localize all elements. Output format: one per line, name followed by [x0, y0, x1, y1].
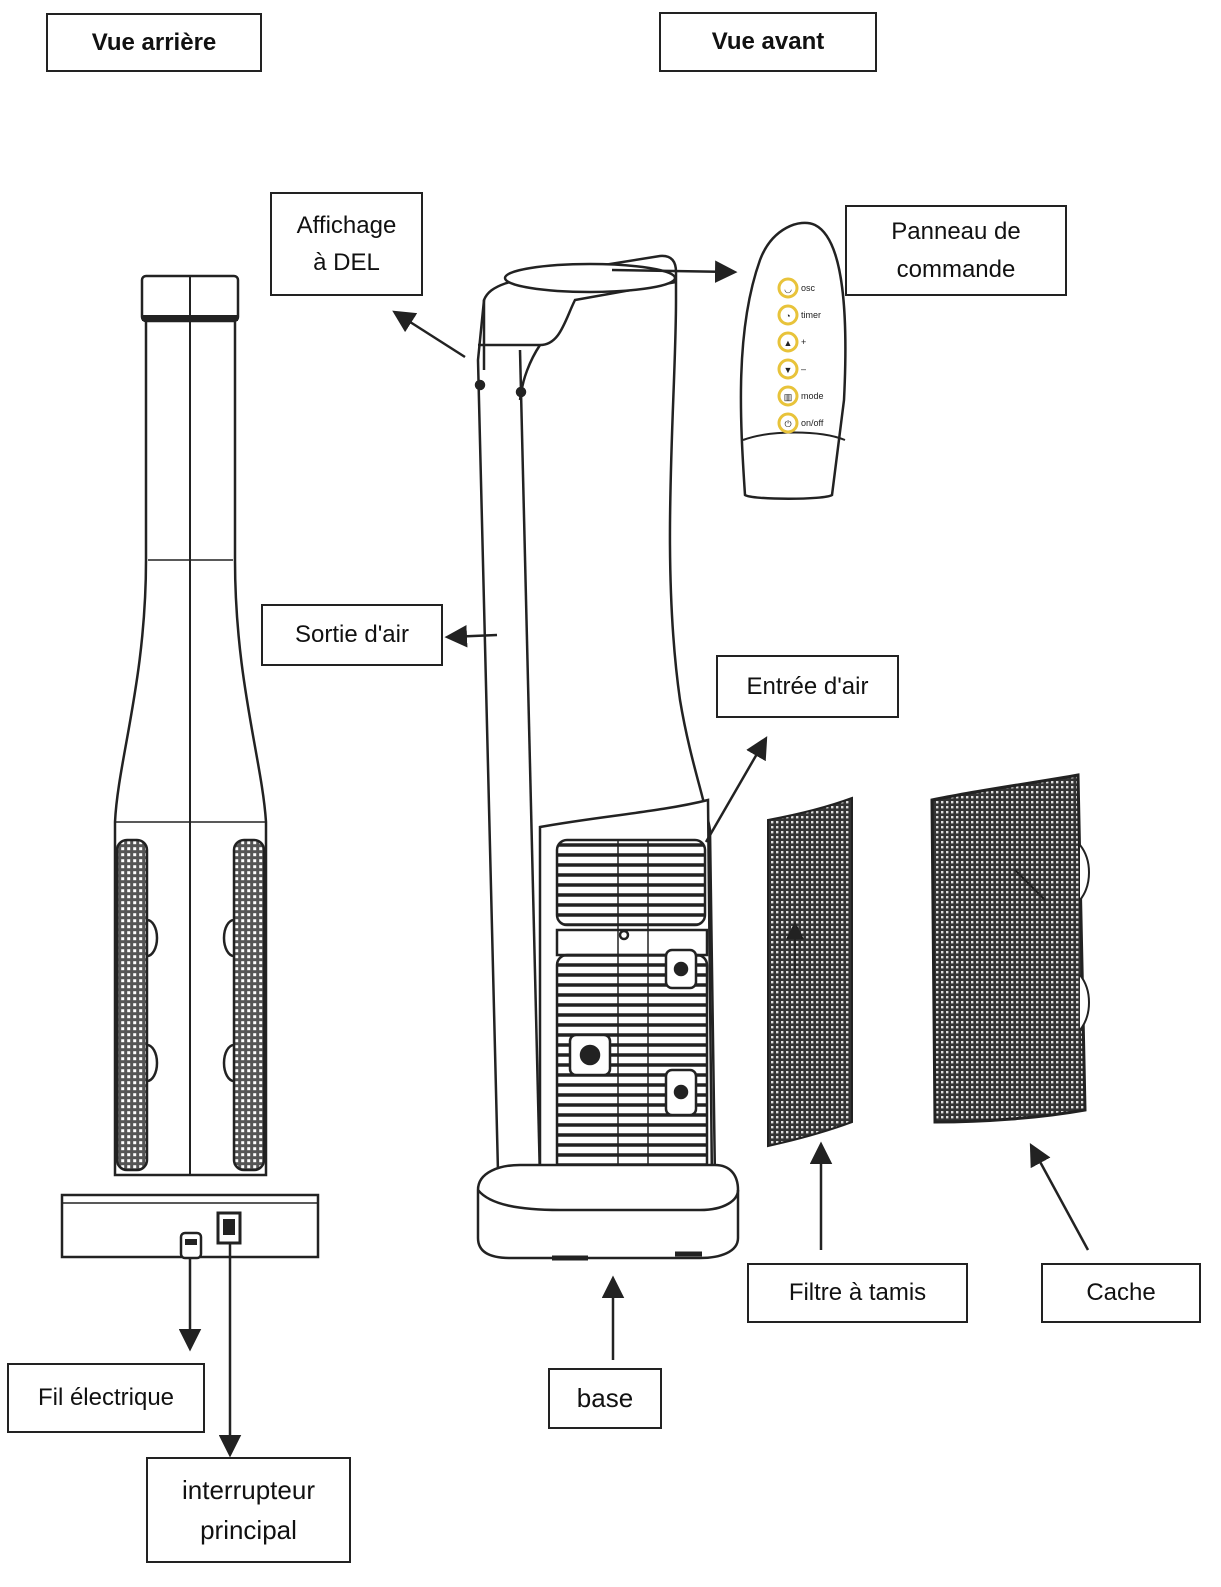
rear-right-grille	[232, 838, 266, 1172]
control-button: ◔ timer	[777, 304, 821, 326]
arrow-led-display	[392, 310, 466, 359]
control-button-symbol: ▲	[784, 338, 793, 348]
front-base	[476, 1163, 740, 1260]
control-button-label: mode	[801, 391, 824, 401]
control-button: ▼–	[777, 358, 806, 380]
arrow-cover	[1029, 1143, 1090, 1251]
front-view-title: Vue avant	[659, 12, 877, 72]
label-control-panel: Panneau de commande	[845, 205, 1067, 296]
label-main-switch: interrupteur principal	[146, 1457, 351, 1563]
control-button-label: on/off	[801, 418, 824, 428]
label-air-inlet: Entrée d'air	[716, 655, 899, 718]
control-button: ◡ osc	[777, 277, 816, 299]
led-display-top	[503, 262, 677, 294]
control-button-symbol: ◔	[785, 311, 790, 321]
control-button-label: +	[801, 337, 806, 347]
control-button-label: timer	[801, 310, 821, 320]
control-button-symbol: ▥	[784, 392, 793, 402]
control-button: ▥ mode	[777, 385, 824, 407]
rear-view-unit	[60, 274, 320, 1260]
control-button-label: –	[801, 364, 806, 374]
rear-view-title: Vue arrière	[46, 13, 262, 72]
arrow-air-outlet	[444, 625, 498, 648]
control-button-ring	[777, 358, 799, 380]
control-button-ring	[777, 331, 799, 353]
arrow-air-inlet	[704, 736, 768, 843]
label-base: base	[548, 1368, 662, 1429]
front-view-unit	[474, 254, 740, 1261]
label-power-cord: Fil électrique	[7, 1363, 205, 1433]
label-mesh-filter: Filtre à tamis	[747, 1263, 968, 1323]
label-led-display: Affichage à DEL	[270, 192, 423, 296]
cover-drawing	[930, 773, 1090, 1124]
control-button-ring	[777, 277, 799, 299]
upper-grille	[555, 838, 707, 927]
power-cord-socket	[179, 1231, 203, 1260]
control-button-label: osc	[801, 283, 816, 293]
control-button-ring	[777, 385, 799, 407]
control-button-symbol: ⏻	[784, 419, 791, 429]
label-cover: Cache	[1041, 1263, 1201, 1323]
label-air-outlet: Sortie d'air	[261, 604, 443, 666]
control-button-ring	[777, 412, 799, 434]
control-button-symbol: ◡	[784, 284, 792, 294]
arrow-control-panel	[611, 260, 738, 283]
rear-left-grille	[115, 838, 149, 1172]
control-button: ▲+	[777, 331, 806, 353]
control-button-ring	[777, 304, 799, 326]
control-button: ⏻ on/off	[777, 412, 824, 434]
mesh-filter-drawing	[767, 796, 853, 1148]
control-buttons: ◡osc◔timer▲+▼–▥mode⏻on/off	[777, 277, 824, 434]
control-button-symbol: ▼	[784, 365, 793, 375]
callout-arrows	[178, 260, 1090, 1458]
